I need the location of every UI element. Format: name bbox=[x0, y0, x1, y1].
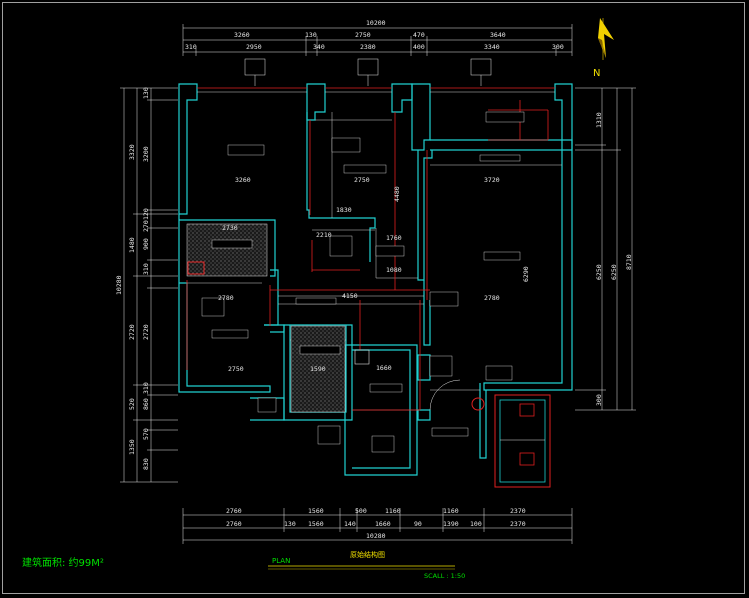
left-dim-texts: 10280 3320 1480 2720 520 1350 130 3200 1… bbox=[115, 87, 150, 470]
top-overall-dim: 10200 bbox=[366, 19, 386, 27]
window-tags-top bbox=[244, 58, 492, 86]
structure-red-lines bbox=[186, 87, 555, 411]
room-dim-3: 1830 bbox=[336, 206, 352, 214]
top-dim-2-3: 470 bbox=[413, 31, 425, 39]
left-inner-0: 130 bbox=[142, 87, 150, 99]
shaft-symbol bbox=[354, 349, 370, 365]
bottom-dim-2-3: 140 bbox=[344, 520, 356, 528]
bottom-dim-2-7: 100 bbox=[470, 520, 482, 528]
left-inner-1: 3200 bbox=[142, 146, 150, 162]
right-mid-dim: 6250 bbox=[610, 264, 618, 280]
bottom-overall-dim: 10280 bbox=[366, 532, 386, 540]
top-dim-3-4: 400 bbox=[413, 43, 425, 51]
left-inner-7: 310 bbox=[142, 382, 150, 394]
room-dim-5: 2780 bbox=[218, 294, 234, 302]
bottom-dim-2-1: 130 bbox=[284, 520, 296, 528]
annotation-tags bbox=[201, 111, 525, 453]
bottom-dim-1-1: 1560 bbox=[308, 507, 324, 515]
room-dim-6: 2750 bbox=[228, 365, 244, 373]
bottom-dim-1-3: 1160 bbox=[385, 507, 401, 515]
left-outer-0: 3320 bbox=[128, 144, 136, 160]
bathroom-hatch-2 bbox=[290, 325, 346, 413]
right-inner-2: 300 bbox=[595, 394, 603, 406]
right-inner-1: 6250 bbox=[595, 264, 603, 280]
balcony-annex bbox=[494, 394, 551, 488]
room-dim-1: 2750 bbox=[354, 176, 370, 184]
bathroom-hatch-1 bbox=[186, 223, 268, 277]
bottom-dim-2-5: 90 bbox=[414, 520, 422, 528]
bottom-dim-1-5: 2370 bbox=[510, 507, 526, 515]
right-dimension-chain bbox=[575, 87, 636, 411]
room-dim-2: 3720 bbox=[484, 176, 500, 184]
top-dim-2-1: 130 bbox=[305, 31, 317, 39]
bottom-dim-2-4: 1660 bbox=[375, 520, 391, 528]
room-dim-16: 1590 bbox=[310, 365, 326, 373]
left-inner-2: 120 bbox=[142, 208, 150, 220]
left-inner-4: 900 bbox=[142, 238, 150, 250]
left-outer-1: 1480 bbox=[128, 237, 136, 253]
top-dimension-chain bbox=[182, 24, 573, 56]
wall-outlines bbox=[178, 83, 573, 476]
left-outer-2: 2720 bbox=[128, 324, 136, 340]
left-dimension-chain bbox=[120, 87, 178, 483]
north-arrow-icon bbox=[598, 18, 614, 60]
left-inner-5: 310 bbox=[142, 263, 150, 275]
room-dim-0: 3260 bbox=[235, 176, 251, 184]
plan-label: PLAN bbox=[272, 557, 290, 565]
top-dim-2-2: 2750 bbox=[355, 31, 371, 39]
top-dim-3-6: 300 bbox=[552, 43, 564, 51]
drawing-title: 原始结构图 bbox=[350, 550, 385, 559]
top-dim-3-2: 340 bbox=[313, 43, 325, 51]
room-dims: 3260 2750 3720 1830 2730 2780 2750 2780 … bbox=[218, 176, 530, 373]
bottom-dimension-chain bbox=[182, 508, 573, 544]
top-dim-2-4: 3640 bbox=[490, 31, 506, 39]
room-dim-8: 1760 bbox=[386, 234, 402, 242]
left-outer-4: 1350 bbox=[128, 439, 136, 455]
bottom-dim-1-2: 500 bbox=[355, 507, 367, 515]
bottom-dim-2-6: 1390 bbox=[443, 520, 459, 528]
room-dim-13: 4480 bbox=[393, 186, 401, 202]
left-outer-3: 520 bbox=[128, 398, 136, 410]
bottom-dim-2-2: 1560 bbox=[308, 520, 324, 528]
room-dim-4: 2730 bbox=[222, 224, 238, 232]
room-dim-14: 2210 bbox=[316, 231, 332, 239]
left-inner-8: 860 bbox=[142, 398, 150, 410]
room-dim-7: 2780 bbox=[484, 294, 500, 302]
left-inner-6: 2720 bbox=[142, 324, 150, 340]
scale-label: SCALL : 1:50 bbox=[424, 572, 465, 580]
left-inner-9: 570 bbox=[142, 428, 150, 440]
right-outer-dim: 8710 bbox=[625, 254, 633, 270]
room-dim-10: 4150 bbox=[342, 292, 358, 300]
north-label: N bbox=[593, 68, 600, 79]
room-dim-12: 6290 bbox=[522, 266, 530, 282]
right-inner-0: 1310 bbox=[595, 112, 603, 128]
area-label: 建筑面积: 约99M² bbox=[22, 556, 104, 569]
left-inner-3: 270 bbox=[142, 220, 150, 232]
room-dim-9: 1660 bbox=[376, 364, 392, 372]
bottom-dim-2-0: 2760 bbox=[226, 520, 242, 528]
top-dim-3-5: 3340 bbox=[484, 43, 500, 51]
column-marker bbox=[471, 397, 485, 411]
top-dim-2-0: 3260 bbox=[234, 31, 250, 39]
left-overall-dim: 10280 bbox=[115, 275, 123, 295]
sink-symbol bbox=[187, 261, 205, 275]
door-swing bbox=[429, 379, 461, 411]
bottom-dim-1-0: 2760 bbox=[226, 507, 242, 515]
room-dim-15: 1080 bbox=[386, 266, 402, 274]
bottom-dim-1-4: 1160 bbox=[443, 507, 459, 515]
top-dim-3-1: 2950 bbox=[246, 43, 262, 51]
top-dim-3-0: 310 bbox=[185, 43, 197, 51]
top-dim-3-3: 2380 bbox=[360, 43, 376, 51]
bottom-dim-2-8: 2370 bbox=[510, 520, 526, 528]
left-inner-10: 830 bbox=[142, 458, 150, 470]
